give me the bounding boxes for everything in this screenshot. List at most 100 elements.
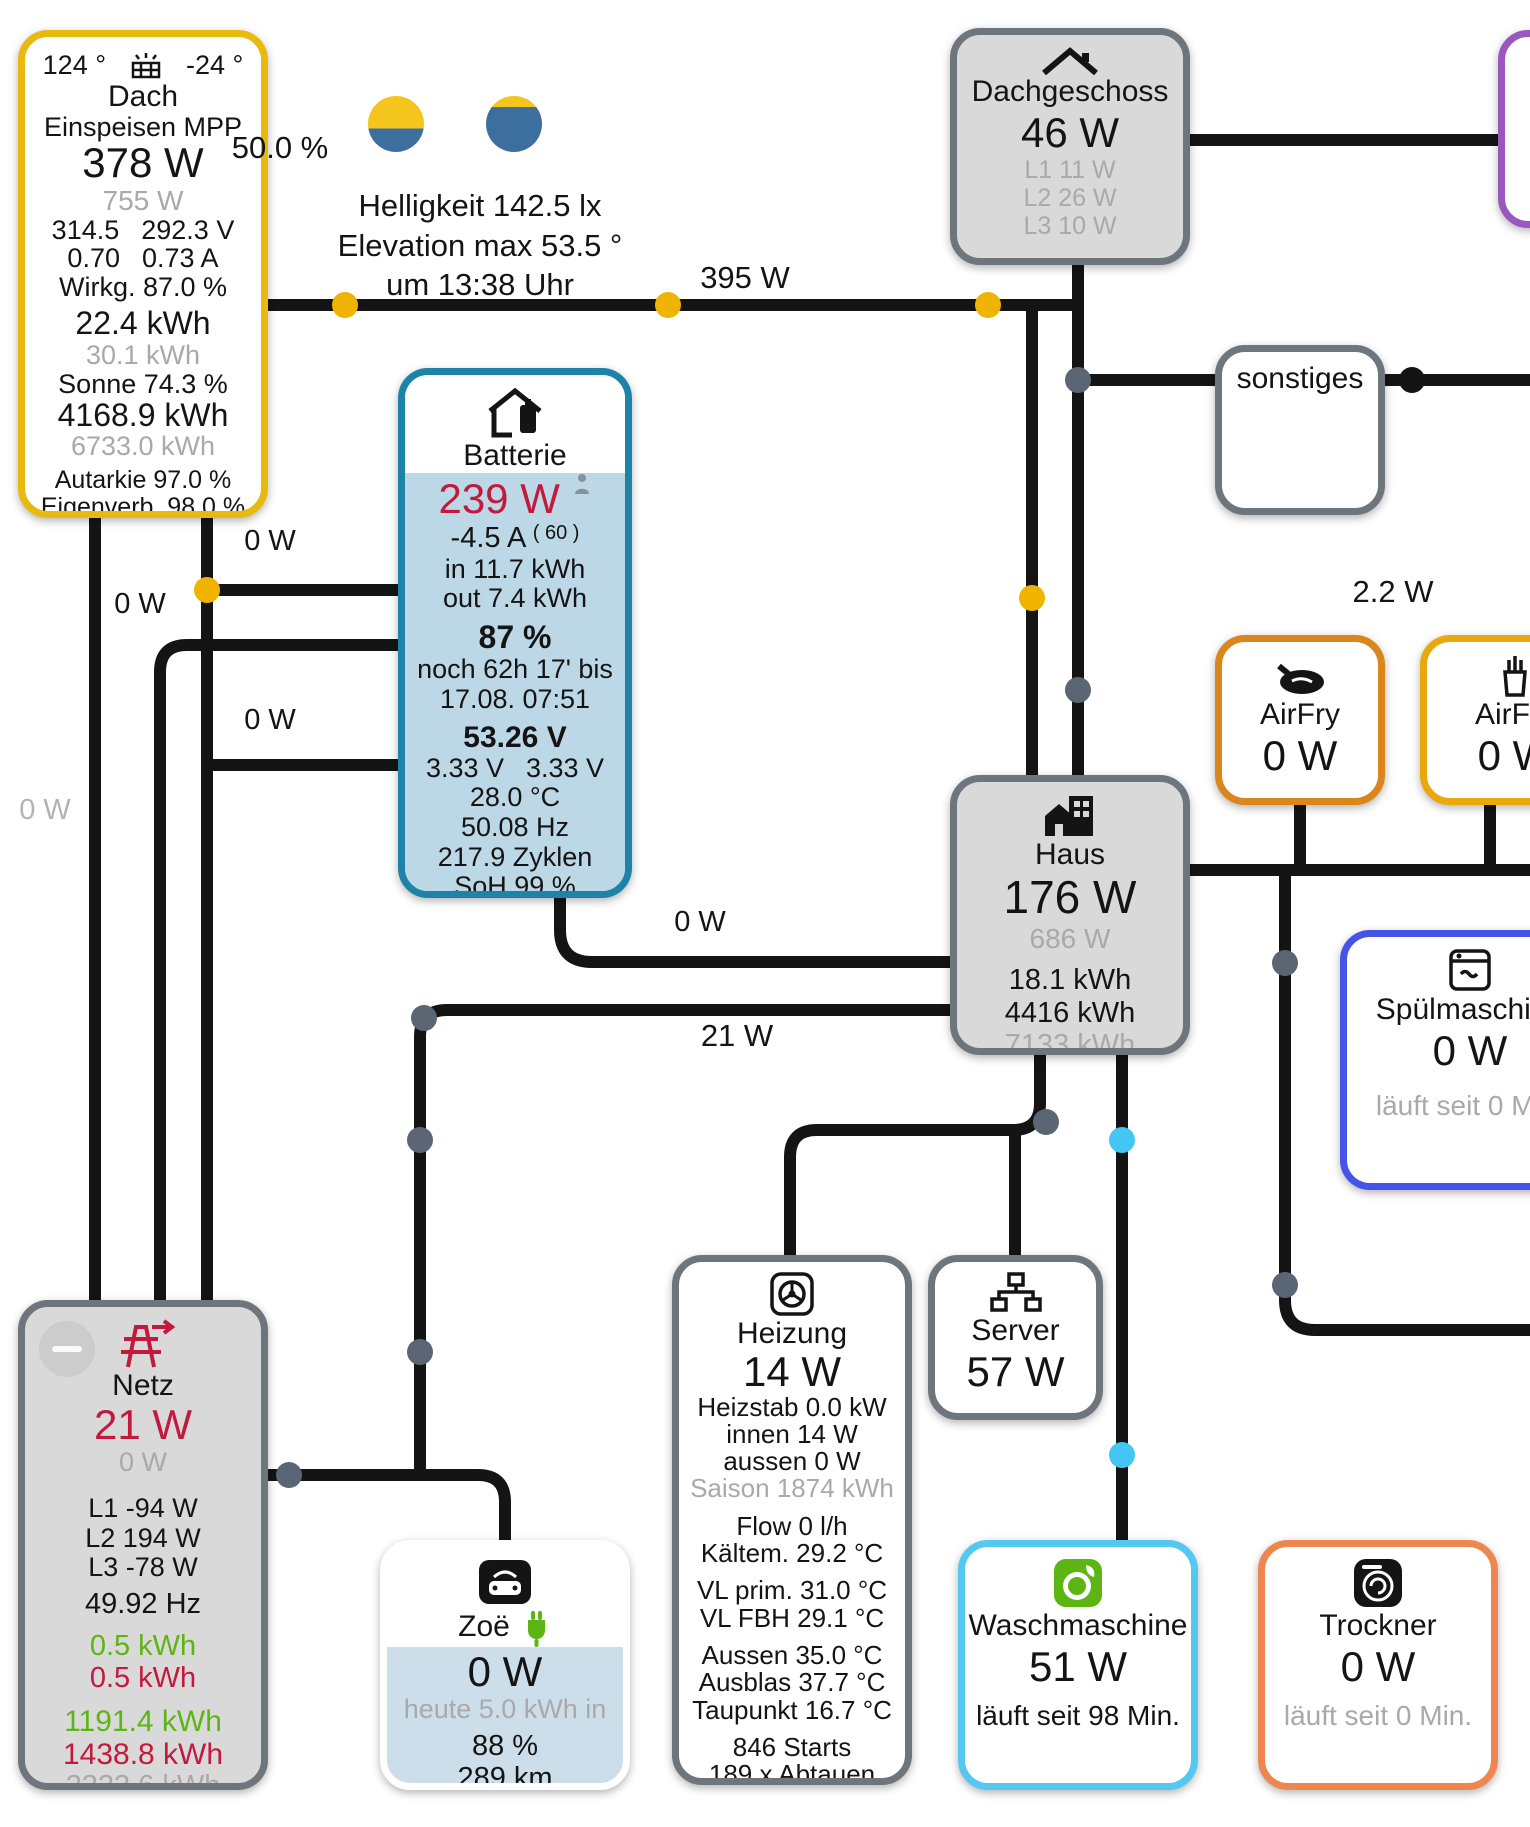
- wire-spuelmaschine-riser: [1279, 870, 1530, 1336]
- pv-energy-today: 22.4 kWh: [75, 305, 211, 342]
- batt-line-c-label: 0 W: [244, 704, 296, 736]
- dg-phase-3: L3 10 W: [1023, 211, 1117, 240]
- node-title: Dachgeschoss: [971, 75, 1169, 108]
- battery-voltage: 53.26 V: [463, 720, 567, 754]
- flow-dot-cyan: [1109, 1127, 1135, 1153]
- node-haus[interactable]: Haus 176 W 686 W 18.1 kWh 4416 kWh 7133 …: [950, 775, 1190, 1055]
- heizung-vl-prim: VL prim. 31.0 °C: [696, 1575, 888, 1606]
- pv-power: 378 W: [82, 139, 204, 187]
- heizung-taupunkt: Taupunkt 16.7 °C: [692, 1694, 892, 1725]
- flow-dot-yellow: [1019, 585, 1045, 611]
- pv-energy-today-alt: 30.1 kWh: [85, 340, 201, 371]
- battery-soh: SoH 99 %: [454, 871, 576, 898]
- flow-dot-gray: [1065, 367, 1091, 393]
- flow-dot-yellow: [655, 292, 681, 318]
- server-power: 57 W: [966, 1347, 1065, 1395]
- node-batterie[interactable]: Batterie 239 W -4.5 A ( 60 ) in 11.7 kWh…: [398, 368, 632, 898]
- heizung-innen: innen 14 W: [726, 1418, 858, 1449]
- flow-dot-gray: [276, 1462, 302, 1488]
- node-cutoff-right[interactable]: [1498, 30, 1530, 228]
- dryer-icon: [1354, 1559, 1402, 1607]
- flow-dot-yellow: [194, 577, 220, 603]
- node-netz[interactable]: Netz 21 W 0 W L1 -94 W L2 194 W L3 -78 W…: [18, 1300, 268, 1790]
- flow-dot-gray: [407, 1127, 433, 1153]
- node-airfry-1[interactable]: AirFry 0 W: [1215, 635, 1385, 805]
- node-heizung[interactable]: Heizung 14 W Heizstab 0.0 kW innen 14 W …: [672, 1255, 912, 1785]
- node-server[interactable]: Server 57 W: [928, 1255, 1103, 1420]
- standby-person-icon: [574, 473, 589, 494]
- node-title: Trockner: [1319, 1609, 1437, 1642]
- haus-energy-today: 18.1 kWh: [1008, 964, 1132, 997]
- zoe-header: Zoë: [387, 1547, 623, 1647]
- solar-panel-icon: [131, 53, 161, 79]
- batt-haus-label: 0 W: [674, 906, 726, 938]
- netz-kwh-total-alt: 2323.6 kWh: [65, 1769, 221, 1790]
- network-icon: [989, 1272, 1042, 1312]
- batterie-body: 239 W -4.5 A ( 60 ) in 11.7 kWh out 7.4 …: [405, 472, 625, 898]
- netz-kwh-in-today: 0.5 kWh: [89, 1629, 197, 1662]
- node-dachgeschoss[interactable]: Dachgeschoss 46 W L1 11 W L2 26 W L3 10 …: [950, 28, 1190, 265]
- netz-kwh-out-today: 0.5 kWh: [89, 1661, 197, 1694]
- flow-dot-gray: [1033, 1109, 1059, 1135]
- flow-dot-gray: [1272, 950, 1298, 976]
- car-icon: [479, 1560, 531, 1604]
- batt-line-a-label: 0 W: [244, 525, 296, 557]
- heizung-abtauen: 189 x Abtauen: [708, 1759, 876, 1785]
- node-dach-pv[interactable]: 124 ° -24 ° Dach Einspeisen MPP 378 W 75…: [18, 30, 268, 518]
- pv-power-alt: 755 W: [102, 184, 184, 216]
- battery-current-note: ( 60 ): [532, 521, 580, 544]
- node-sonstiges[interactable]: sonstiges: [1215, 345, 1385, 515]
- node-title: Zoë: [458, 1610, 510, 1644]
- battery-power-value: 239 W: [438, 474, 560, 522]
- netz-kwh-out-total: 1438.8 kWh: [62, 1737, 224, 1771]
- haus-energy-total: 4416 kWh: [1004, 996, 1136, 1029]
- flow-dot-gray: [1065, 677, 1091, 703]
- battery-temp: 28.0 °C: [469, 782, 561, 813]
- node-waschmaschine[interactable]: Waschmaschine 51 W läuft seit 98 Min.: [958, 1540, 1198, 1790]
- wire-batt-haus: [554, 888, 950, 968]
- battery-cells: 3.33 V 3.33 V: [426, 752, 605, 784]
- heizung-saison: Saison 1874 kWh: [690, 1473, 894, 1504]
- zoe-soc: 88 %: [471, 1729, 539, 1762]
- pv-energy-total-alt: 6733.0 kWh: [70, 431, 216, 462]
- wire-batt-b: [154, 639, 398, 1300]
- node-title: Haus: [1034, 838, 1106, 871]
- node-spuelmaschine[interactable]: Spülmaschine 0 W läuft seit 0 Min.: [1340, 930, 1530, 1190]
- battery-eta-1: noch 62h 17' bis: [417, 654, 613, 685]
- heizung-ausblas: Ausblas 37.7 °C: [698, 1667, 886, 1698]
- fan-icon: [770, 1272, 814, 1316]
- fries-icon: [1503, 656, 1527, 697]
- pv-left-line-label: 0 W: [19, 794, 71, 826]
- haus-power-alt: 686 W: [1029, 923, 1111, 955]
- node-airfry-2[interactable]: AirFry 0 W: [1420, 635, 1530, 805]
- grid-flow-label: 21 W: [700, 1018, 774, 1053]
- node-trockner[interactable]: Trockner 0 W läuft seit 0 Min.: [1258, 1540, 1498, 1790]
- sky-percent-label: 50.0 %: [231, 130, 329, 165]
- pv-mode: Einspeisen MPP: [43, 111, 243, 142]
- pv-autarky: Autarkie 97.0 %: [54, 466, 232, 495]
- pv-self-consumption: Eigenverb. 98.0 %: [40, 492, 246, 518]
- netz-phase-1: L1 -94 W: [88, 1492, 198, 1523]
- pv-efficiency: Wirkg. 87.0 %: [58, 271, 228, 302]
- pan-icon: [1277, 663, 1324, 694]
- dishwasher-icon: [1449, 949, 1491, 991]
- house-battery-icon: [488, 387, 542, 438]
- node-title: Spülmaschine: [1375, 993, 1530, 1026]
- netz-power: 21 W: [93, 1401, 193, 1448]
- waschmaschine-power: 51 W: [1028, 1642, 1128, 1690]
- battery-freq: 50.08 Hz: [460, 811, 570, 842]
- pv-amps: 0.70 0.73 A: [67, 244, 218, 273]
- heizung-vl-fbh: VL FBH 29.1 °C: [699, 1602, 885, 1633]
- heizung-kaeltemittel: Kältem. 29.2 °C: [700, 1538, 884, 1569]
- heizung-power: 14 W: [742, 1347, 842, 1395]
- trockner-power: 0 W: [1340, 1642, 1416, 1690]
- zoe-status: heute 5.0 kWh in: [403, 1694, 607, 1725]
- trockner-status: läuft seit 0 Min.: [1283, 1699, 1473, 1731]
- battery-cell-max: 3.33 V: [526, 752, 605, 783]
- heizung-heizstab: Heizstab 0.0 kW: [697, 1391, 887, 1422]
- dg-phase-2: L2 26 W: [1023, 183, 1117, 212]
- pv-volt-2: 292.3 V: [141, 214, 235, 245]
- airfry1-power: 0 W: [1262, 731, 1338, 779]
- node-zoe-ev[interactable]: Zoë 0 W heute 5.0 kWh in 88 % 289 km: [380, 1540, 630, 1790]
- netz-frequency: 49.92 Hz: [84, 1587, 202, 1620]
